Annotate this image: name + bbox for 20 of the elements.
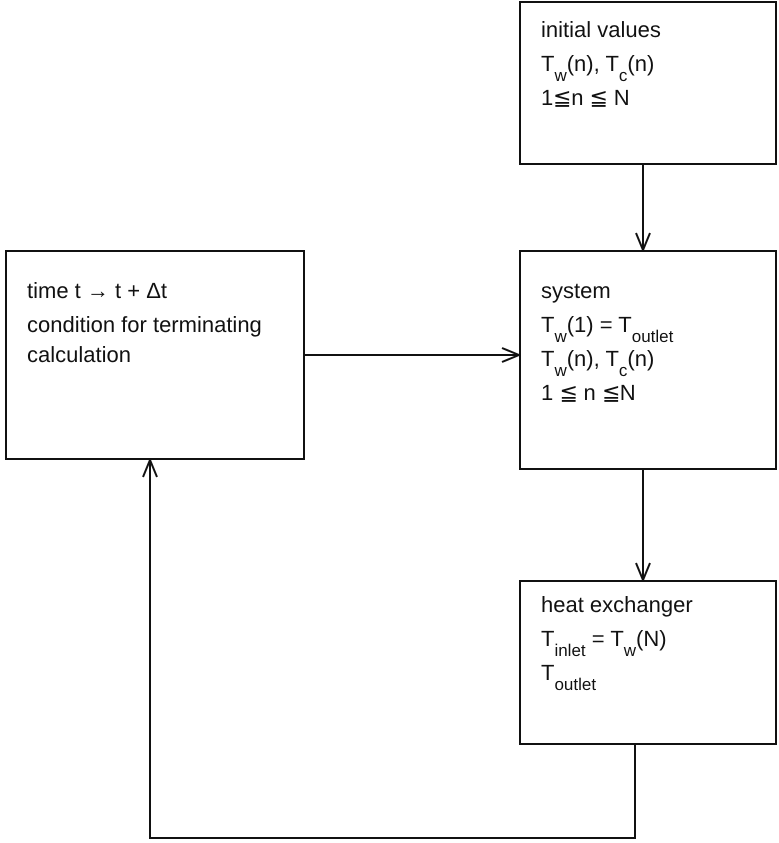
box-text: T$_{w}$(n), T$_{c}$(n) — [541, 50, 656, 79]
box-text: condition for terminating calculation — [27, 311, 263, 369]
process-box — [519, 580, 777, 745]
process-box — [5, 250, 305, 460]
box-text: T$_{w}$(1) = T$_{outlet}$ — [541, 311, 674, 340]
process-box — [519, 250, 777, 470]
box-text: T$_{outlet}$ — [541, 659, 598, 688]
arrow — [635, 165, 651, 251]
box-text: heat exchanger — [541, 591, 694, 619]
box-text: system — [541, 277, 612, 305]
arrow — [142, 459, 636, 839]
box-text: 1≦n ≦ N — [541, 84, 631, 112]
box-text: T$_{inlet}$ = T$_{w}$(N) — [541, 625, 668, 654]
box-text: 1 ≦ n ≦N — [541, 379, 637, 407]
arrow — [305, 347, 520, 363]
box-text: time t → t + Δt — [27, 277, 168, 305]
arrow — [635, 470, 651, 581]
box-text: initial values — [541, 16, 662, 44]
box-text: T$_{w}$(n), T$_{c}$(n) — [541, 345, 656, 374]
process-box — [519, 1, 777, 165]
